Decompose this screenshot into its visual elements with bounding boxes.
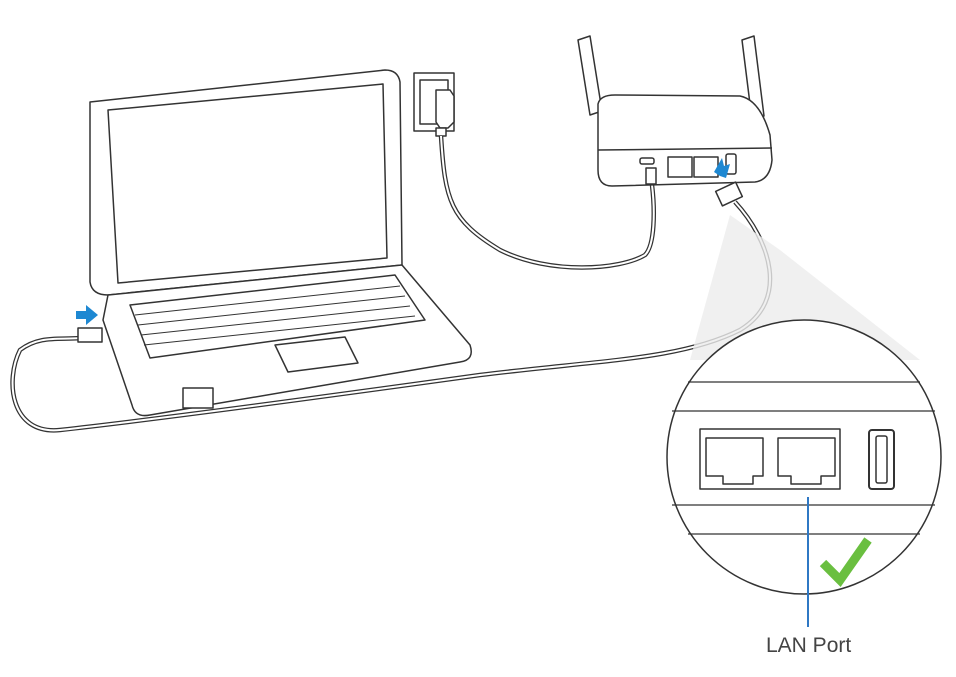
wall-outlet [413,72,455,137]
zoom-cone [690,215,920,360]
lan-port-label: LAN Port [766,634,852,657]
lan-port-1 [705,437,764,485]
insert-arrow-router [714,158,730,178]
lan-port-2 [777,437,836,485]
usb-port [868,429,895,490]
router [577,35,773,187]
checkmark-icon [819,537,872,587]
ethernet-plug-laptop [77,327,103,343]
ethernet-plug-router [714,181,744,207]
laptop [89,69,472,417]
insert-arrow-laptop [76,305,98,325]
zoom-circle [666,319,942,595]
